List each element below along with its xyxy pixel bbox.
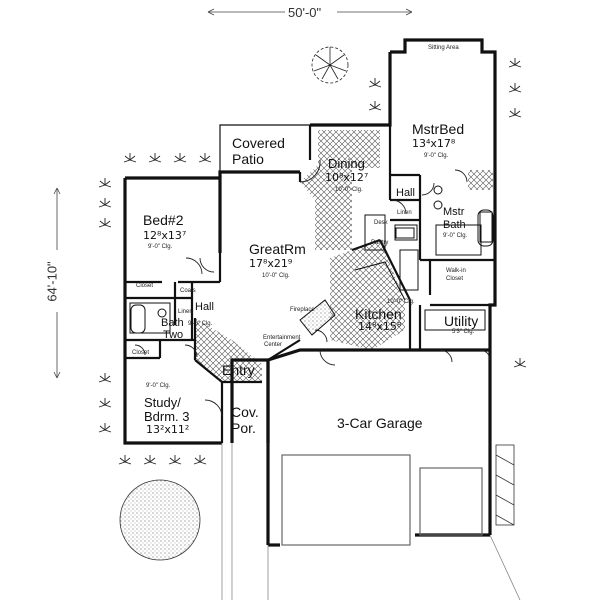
garage-walls [266, 355, 492, 547]
great-room-ceiling: 10'-0" Clg. [262, 273, 290, 279]
walk-in-closet-line1: Walk-in [446, 268, 466, 274]
door-swings [134, 159, 491, 418]
kitchen-ceiling: 10'-0" Clg. [387, 299, 415, 305]
garage-label: 3-Car Garage [337, 415, 423, 431]
utility-ceiling: 5'3" Clg. [452, 329, 475, 335]
linen-master-label: Linen [397, 210, 412, 216]
patio-slab [219, 124, 310, 172]
hall-master-label: Hall [396, 187, 415, 199]
shrub-cluster-master [368, 78, 382, 111]
overall-depth-label: 64'-10" [44, 261, 60, 302]
sitting-area-label: Sitting Area [428, 45, 459, 51]
mstr-bed-name: MstrBed [412, 121, 465, 137]
bath-two-ceiling: 9'-0" Clg. [188, 321, 213, 327]
walk-in-closet-line2: Closet [446, 276, 464, 282]
entertainment-center-line2: Center [264, 342, 283, 348]
mstr-bath-line1: Mstr [443, 206, 465, 218]
bath-fixtures [130, 185, 494, 334]
tree-top [311, 46, 349, 84]
dining-name: Dining [328, 156, 365, 171]
mstr-bed-ceiling: 9'-0" Clg. [424, 153, 449, 159]
kitchen-name: Kitchen [355, 306, 402, 322]
cov-por-line2: Por. [231, 420, 256, 436]
shrub-column-left [98, 178, 112, 433]
pantry-label: Pantry [371, 240, 389, 246]
study-line2: Bdrm. 3 [144, 409, 190, 424]
mstr-bath-line2: Bath [443, 219, 466, 231]
dining-size: 10⁸x12⁷ [325, 171, 369, 184]
bath-two-line1: Bath [161, 317, 184, 329]
bed2-name: Bed#2 [143, 212, 184, 228]
bed2-size: 12⁸x13⁷ [143, 229, 187, 242]
garage-side-strip [495, 444, 515, 526]
mstr-bed-size: 13⁴x17⁸ [412, 137, 456, 150]
mstr-bath-ceiling: 9'-0" Clg. [443, 233, 468, 239]
utility-name: Utility [444, 313, 479, 329]
cabinets [129, 211, 493, 334]
fireplace-symbol [299, 299, 336, 336]
garage-doors [281, 454, 483, 546]
shrub-row-top [123, 153, 212, 163]
shrub-row-bottom [118, 455, 207, 465]
study-size: 13²x11² [146, 423, 190, 436]
covered-patio-line2: Patio [232, 151, 264, 167]
covered-patio-line1: Covered [232, 135, 285, 151]
shrub-column-right [508, 58, 527, 368]
coats-label: Coats [180, 288, 196, 294]
fireplace-label: Fireplace [290, 307, 315, 313]
kitchen-size: 14⁸x15⁸ [358, 320, 402, 333]
closet-bed2-label: Closet [136, 283, 154, 289]
bush-bottom-left [119, 479, 201, 561]
hall-bed-label: Hall [195, 301, 214, 313]
entry-label: Entry [222, 362, 255, 378]
great-room-size: 17⁸x21⁹ [249, 257, 293, 270]
bath-two-line2: Two [163, 329, 184, 341]
cov-por-line1: Cov. [231, 404, 259, 420]
overall-width-dimension-line [207, 8, 413, 16]
study-ceiling: 9'-0" Clg. [146, 383, 171, 389]
entertainment-center-line1: Entertainment [263, 335, 301, 341]
great-room-name: GreatRm [249, 241, 306, 257]
overall-width-label: 50'-0" [288, 5, 322, 20]
closet-study-label: Closet [132, 350, 150, 356]
bed2-ceiling: 9'-0" Clg. [148, 244, 173, 250]
driveway-lines [221, 443, 521, 600]
overall-depth-dimension-line [53, 187, 61, 379]
study-line1: Study/ [144, 395, 181, 410]
desk-label: Desk [374, 220, 388, 226]
dining-ceiling: 10'-0" Clg. [335, 187, 363, 193]
linen-hall-label: Linen [178, 309, 193, 315]
tile-floor-areas [195, 130, 493, 382]
